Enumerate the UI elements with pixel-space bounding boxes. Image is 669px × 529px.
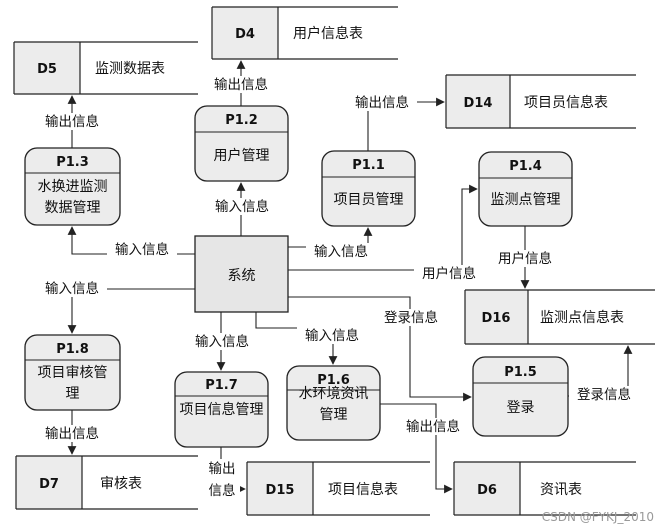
data-store-d14: D14 项目员信息表 <box>445 74 636 129</box>
flow-label-login-d16: 登录信息 <box>577 386 631 403</box>
process-p18: P1.8 项目审核管 理 <box>24 334 121 411</box>
flow-p16-to-d6 <box>380 403 453 494</box>
store-id-d4: D4 <box>235 27 255 42</box>
flow-label-in-p12: 输入信息 <box>215 198 269 215</box>
flow-label-in-p13: 输入信息 <box>115 241 169 258</box>
flow-label-out-d7: 输出信息 <box>45 425 99 442</box>
flow-label-out-d6: 输出信息 <box>406 418 460 435</box>
process-name-p18-line2: 理 <box>66 386 80 402</box>
store-id-d7: D7 <box>39 477 59 492</box>
flow-label-in-p18: 输入信息 <box>45 280 99 297</box>
process-p15: P1.5 登录 <box>472 356 569 437</box>
store-id-d16: D16 <box>482 311 511 326</box>
flow-label-in-p17: 输入信息 <box>195 333 249 350</box>
process-p16: P1.6 水环境资讯 管理 <box>286 365 381 441</box>
flow-label-login-p15: 登录信息 <box>384 309 438 326</box>
process-p12: P1.2 用户管理 <box>194 105 289 182</box>
store-name-d6: 资讯表 <box>540 482 582 498</box>
process-p13: P1.3 水换进监测 数据管理 <box>24 147 121 226</box>
data-store-d7: D7 审核表 <box>15 455 198 510</box>
flow-label-in-p11: 输入信息 <box>314 243 368 260</box>
flow-label-user-p14: 用户信息 <box>422 265 476 282</box>
flow-label-out-d4: 输出信息 <box>214 76 268 93</box>
store-name-d4: 用户信息表 <box>293 25 363 42</box>
process-name-p12: 用户管理 <box>214 147 270 164</box>
flow-label-out-d15-line2: 信息 <box>209 482 236 499</box>
store-name-d7: 审核表 <box>100 476 142 492</box>
store-name-d14: 项目员信息表 <box>524 94 608 111</box>
process-id-p16: P1.6 <box>317 373 350 388</box>
data-store-d4: D4 用户信息表 <box>211 6 398 60</box>
flow-label-user-d16: 用户信息 <box>498 250 552 267</box>
process-name-p16-line2: 管理 <box>320 407 348 423</box>
flow-label-out-d15-line1: 输出 <box>209 461 236 477</box>
store-id-d6: D6 <box>477 483 497 498</box>
process-id-p12: P1.2 <box>225 113 258 128</box>
flow-label-out-d14: 输出信息 <box>355 94 409 111</box>
process-name-p14: 监测点管理 <box>491 192 561 208</box>
process-name-p13-line2: 数据管理 <box>45 200 101 216</box>
process-name-p11: 项目员管理 <box>334 192 404 208</box>
store-id-d15: D15 <box>266 483 295 498</box>
flow-system-to-p16 <box>255 312 338 365</box>
flow-system-to-p14 <box>288 184 478 271</box>
flow-label-out-d5: 输出信息 <box>45 113 99 130</box>
process-name-p15: 登录 <box>507 400 535 416</box>
process-id-p13: P1.3 <box>56 155 89 170</box>
data-store-d5: D5 监测数据表 <box>13 41 198 95</box>
external-entity-name: 系统 <box>228 268 256 284</box>
process-id-p11: P1.1 <box>352 158 385 173</box>
process-id-p18: P1.8 <box>56 342 89 357</box>
process-id-p17: P1.7 <box>205 378 238 393</box>
store-name-d16: 监测点信息表 <box>540 309 624 326</box>
store-id-d5: D5 <box>37 62 57 77</box>
process-p17: P1.7 项目信息管理 <box>174 371 269 448</box>
process-id-p14: P1.4 <box>509 159 542 174</box>
flow-system-to-p15 <box>288 296 472 402</box>
process-name-p13-line1: 水换进监测 <box>38 178 108 195</box>
store-name-d5: 监测数据表 <box>95 61 165 77</box>
process-name-p18-line1: 项目审核管 <box>38 365 108 381</box>
watermark: CSDN @FYKJ_2010 <box>542 510 654 524</box>
process-id-p15: P1.5 <box>504 365 537 380</box>
store-id-d14: D14 <box>464 96 493 111</box>
data-store-d15: D15 项目信息表 <box>246 461 430 516</box>
external-entity-system: 系统 <box>194 235 289 313</box>
data-store-d16: D16 监测点信息表 <box>464 289 655 345</box>
store-name-d15: 项目信息表 <box>328 481 398 498</box>
process-name-p17: 项目信息管理 <box>180 401 264 418</box>
process-name-p16-line1: 水环境资讯 <box>299 386 369 402</box>
flow-label-in-p16: 输入信息 <box>305 327 359 344</box>
process-p11: P1.1 项目员管理 <box>321 150 416 227</box>
process-p14: P1.4 监测点管理 <box>478 151 573 227</box>
data-store-d6: D6 资讯表 <box>453 461 636 516</box>
